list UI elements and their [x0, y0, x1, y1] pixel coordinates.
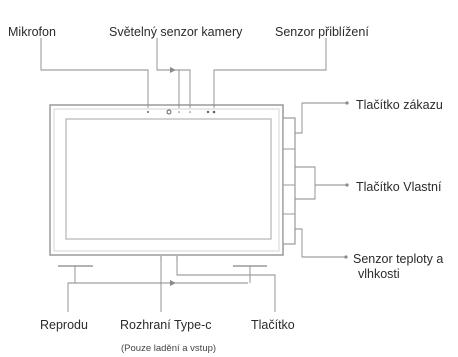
label-button: Tlačítko [251, 318, 295, 332]
label-mute-button: Tlačítko zákazu [356, 98, 443, 112]
dot-custom-button [345, 183, 349, 187]
side-button-housing [282, 117, 296, 245]
device-screen [65, 118, 272, 240]
proximity-sensor-a [206, 110, 210, 114]
leader-mute-button [295, 102, 346, 134]
label-temp-humidity-1: Senzor teploty a [353, 252, 444, 266]
leader-speaker [67, 266, 76, 312]
arrow-microphone [170, 67, 176, 73]
leader-microphone [40, 38, 149, 108]
camera-light-dot [189, 111, 191, 113]
label-usb-c-note: (Pouze ladění a vstup) [121, 343, 217, 354]
leader-proximity-sensor [213, 38, 327, 108]
dot-mute-button [345, 101, 349, 105]
arrow-speaker [170, 280, 176, 286]
label-microphone: Mikrofon [8, 25, 56, 39]
label-proximity-sensor: Senzor přiblížení [275, 25, 369, 39]
light-sensor-dot [178, 111, 180, 113]
proximity-sensor-b [212, 110, 216, 114]
label-temp-humidity-2: vlhkosti [358, 267, 400, 281]
camera-lens [166, 109, 172, 115]
microphone-dot [147, 111, 149, 113]
label-custom-button: Tlačítko Vlastní [356, 180, 442, 194]
label-camera-light-sensor: Světelný senzor kamery [109, 25, 243, 39]
label-speaker: Reprodu [40, 318, 88, 332]
leader-camera-light-sensor [156, 38, 179, 71]
label-usb-c: Rozhraní Type-c [120, 318, 212, 332]
leader-custom-button [295, 166, 316, 200]
device-frame-inner [53, 108, 280, 252]
leader-button [176, 262, 276, 312]
dot-temp-humidity [344, 255, 348, 259]
leader-temp-humidity [295, 228, 345, 258]
